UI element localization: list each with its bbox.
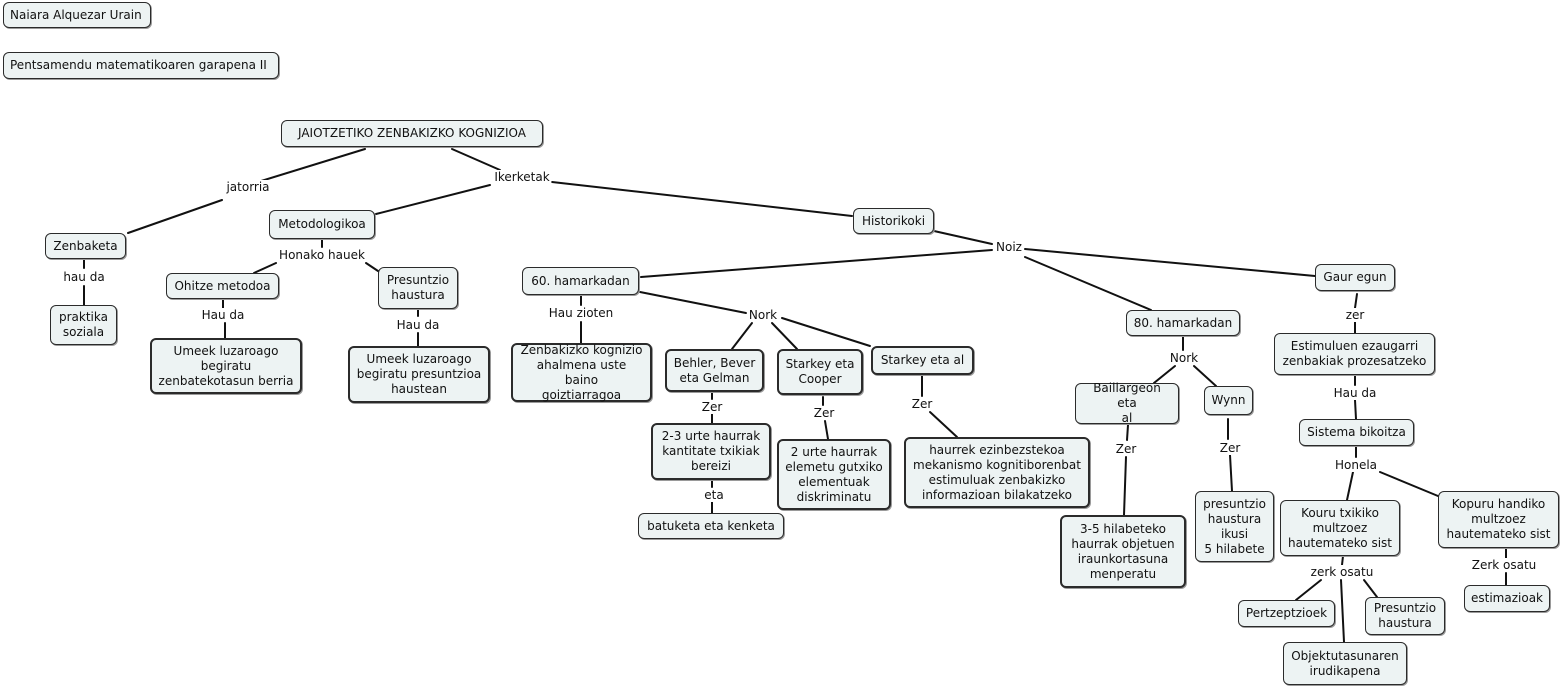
connector bbox=[1024, 248, 1316, 277]
connector bbox=[731, 322, 753, 350]
node-batuketa-kenketa[interactable]: batuketa eta kenketa bbox=[638, 513, 784, 539]
node-zenbaketa[interactable]: Zenbaketa bbox=[45, 233, 126, 259]
root-concept[interactable]: JAIOTZETIKO ZENBAKIZKO KOGNIZIOA bbox=[281, 120, 543, 147]
node-starkey-eta-al[interactable]: Starkey eta al bbox=[871, 346, 974, 375]
link-label-zer: Zer bbox=[1113, 442, 1139, 456]
node-baillargeon[interactable]: Baillargeon eta al bbox=[1075, 381, 1179, 425]
connector bbox=[1295, 579, 1322, 601]
connector bbox=[1153, 365, 1176, 384]
connector bbox=[1346, 471, 1354, 501]
connector bbox=[1126, 424, 1129, 441]
link-label-zer: zer bbox=[1343, 308, 1367, 322]
node-60-description[interactable]: Zenbakizko kognizio ahalmena uste baino … bbox=[511, 343, 652, 402]
link-label-zer: Zer bbox=[1217, 441, 1243, 455]
link-label-honako-hauek: Honako hauek bbox=[277, 248, 367, 262]
connector bbox=[1363, 579, 1378, 598]
connector bbox=[127, 199, 223, 234]
link-label-hau-zioten: Hau zioten bbox=[546, 306, 616, 320]
link-label-zer: Zer bbox=[699, 400, 725, 414]
connector bbox=[771, 322, 798, 350]
node-starkey-cooper-description[interactable]: 2 urte haurrak elemetu gutxiko elementua… bbox=[777, 439, 891, 510]
node-ohitze-description[interactable]: Umeek luzaroago begiratu zenbatekotasun … bbox=[150, 338, 302, 394]
connector bbox=[365, 262, 379, 272]
connector bbox=[551, 181, 853, 217]
node-baillargeon-description[interactable]: 3-5 hilabeteko haurrak objetuen iraunkor… bbox=[1060, 515, 1186, 588]
connector bbox=[1229, 454, 1233, 492]
connector bbox=[1354, 293, 1358, 309]
node-60-hamarkadan[interactable]: 60. hamarkadan bbox=[522, 267, 639, 295]
connector bbox=[824, 420, 829, 440]
node-metodologikoa[interactable]: Metodologikoa bbox=[269, 210, 375, 239]
node-80-hamarkadan[interactable]: 80. hamarkadan bbox=[1126, 310, 1240, 336]
link-label-eta: eta bbox=[702, 488, 726, 502]
node-kopuru-handiko[interactable]: Kopuru handiko multzoez hautemateko sist bbox=[1438, 491, 1559, 548]
node-presuntzio-description[interactable]: Umeek luzaroago begiratu presuntzioa hau… bbox=[348, 346, 490, 403]
node-objektutasunaren[interactable]: Objektutasunaren irudikapena bbox=[1283, 642, 1407, 685]
node-gaur-egun[interactable]: Gaur egun bbox=[1315, 264, 1395, 291]
node-kouru-txikiko[interactable]: Kouru txikiko multzoez hautemateko sist bbox=[1280, 500, 1400, 556]
node-ohitze-metodoa[interactable]: Ohitze metodoa bbox=[166, 273, 279, 299]
connector bbox=[1193, 365, 1217, 387]
connector bbox=[639, 291, 747, 314]
connector bbox=[253, 262, 277, 274]
node-wynn-description[interactable]: presuntzio haustura ikusi 5 hilabete bbox=[1195, 491, 1274, 562]
connector bbox=[1340, 579, 1345, 643]
course-title: Pentsamendu matematikoaren garapena II bbox=[3, 52, 279, 79]
link-label-hau-da: Hau da bbox=[199, 308, 247, 322]
connector bbox=[1024, 256, 1152, 311]
connector bbox=[1123, 456, 1127, 516]
link-label-hau-da: Hau da bbox=[394, 318, 442, 332]
link-label-jatorria: jatorria bbox=[224, 180, 272, 194]
link-label-zer: Zer bbox=[909, 397, 935, 411]
link-label-zerk-osatu: Zerk osatu bbox=[1469, 558, 1539, 572]
link-label-noiz: Noiz bbox=[994, 240, 1024, 254]
node-wynn[interactable]: Wynn bbox=[1204, 386, 1253, 415]
connector bbox=[640, 249, 993, 278]
connector bbox=[247, 148, 366, 186]
connector bbox=[1354, 399, 1357, 420]
connector bbox=[781, 317, 871, 347]
link-label-hau-da: Hau da bbox=[1331, 386, 1379, 400]
node-sistema-bikoitza[interactable]: Sistema bikoitza bbox=[1299, 419, 1414, 446]
node-historikoki[interactable]: Historikoki bbox=[853, 208, 934, 234]
connector bbox=[1379, 471, 1439, 497]
connector bbox=[929, 411, 958, 438]
node-estimazioak[interactable]: estimazioak bbox=[1464, 585, 1550, 612]
node-estimuluen-ezaugarri[interactable]: Estimuluen ezaugarri zenbakiak prozesatz… bbox=[1274, 333, 1435, 375]
node-presuntzio-haustura[interactable]: Presuntzio haustura bbox=[378, 267, 458, 309]
node-starkey-cooper[interactable]: Starkey eta Cooper bbox=[777, 349, 863, 395]
link-label-zerk-osatu: zerk osatu bbox=[1308, 565, 1376, 579]
node-behler-description[interactable]: 2-3 urte haurrak kantitate txikiak berei… bbox=[651, 423, 771, 480]
node-behler-bever-gelman[interactable]: Behler, Bever eta Gelman bbox=[665, 349, 764, 392]
link-label-nork: Nork bbox=[746, 308, 780, 322]
connector bbox=[375, 184, 491, 215]
node-pertzeptzioek[interactable]: Pertzeptzioek bbox=[1238, 600, 1335, 627]
link-label-ikerketak: Ikerketak bbox=[492, 170, 552, 184]
author-label: Naiara Alquezar Urain bbox=[3, 2, 151, 28]
node-praktika-soziala[interactable]: praktika soziala bbox=[50, 305, 117, 345]
node-presuntzio-haustura-2[interactable]: Presuntzio haustura bbox=[1365, 597, 1445, 635]
connector bbox=[933, 230, 993, 245]
link-label-nork: Nork bbox=[1167, 351, 1201, 365]
link-label-hau-da: hau da bbox=[61, 270, 107, 284]
link-label-zer: Zer bbox=[811, 406, 837, 420]
link-label-honela: Honela bbox=[1332, 458, 1380, 472]
node-starkey-al-description[interactable]: haurrek ezinbezstekoa mekanismo kognitib… bbox=[904, 437, 1090, 508]
connector bbox=[451, 148, 501, 171]
connector bbox=[1341, 555, 1344, 566]
